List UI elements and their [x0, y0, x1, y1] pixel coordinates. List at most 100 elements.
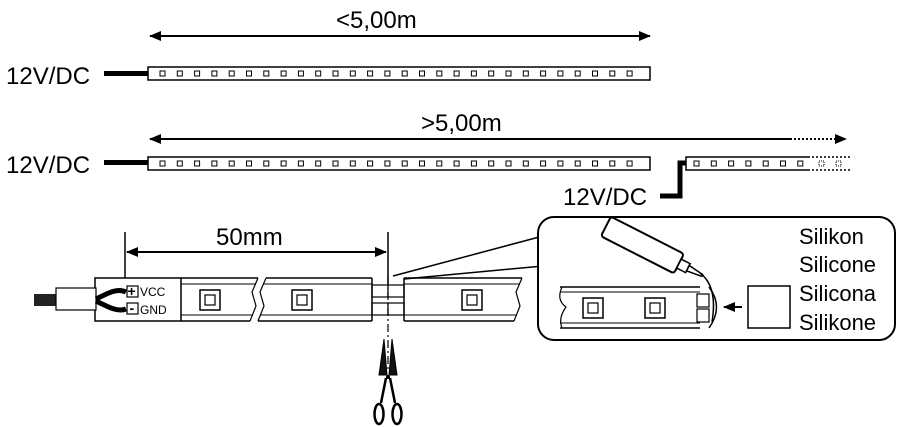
detail-strip-segment-3 — [404, 277, 523, 322]
top-strip-led-3 — [194, 70, 201, 77]
middle-strip-led-25 — [574, 160, 581, 167]
middle-strip-led-1 — [159, 160, 166, 167]
middle-strip-led-12 — [349, 160, 356, 167]
connector-plus-label: + — [128, 283, 136, 299]
top-led-row — [159, 70, 633, 77]
top-strip-led-24 — [557, 70, 564, 77]
middle-power-cable — [104, 160, 148, 165]
middle-strip-led-4 — [211, 160, 218, 167]
middle-strip-led-14 — [384, 160, 391, 167]
callout-led-2 — [644, 297, 666, 319]
middle-strip-led-2 — [176, 160, 183, 167]
callout-end-pad-top — [696, 293, 710, 308]
connector-inner-wires — [94, 287, 128, 313]
middle-strip-led-8 — [280, 160, 287, 167]
middle-strip-led-18 — [453, 160, 460, 167]
top-strip-led-21 — [505, 70, 512, 77]
cut-pad-right-top — [387, 284, 405, 298]
connector-minus-box — [126, 302, 139, 315]
detail-led-1 — [199, 289, 221, 311]
second-power-label: 12V/DC — [563, 184, 647, 211]
second-strip-led-6 — [780, 160, 786, 167]
second-strip-led-3 — [728, 160, 735, 167]
middle-strip-led-15 — [401, 160, 408, 167]
second-strip-led-5 — [762, 160, 769, 167]
middle-strip-led-17 — [436, 160, 443, 167]
top-power-label: 12V/DC — [6, 63, 90, 90]
callout-end-pad-bottom — [696, 308, 710, 323]
top-strip-led-11 — [332, 70, 339, 77]
top-strip-led-8 — [280, 70, 287, 77]
detail-strip-segment-2 — [257, 277, 372, 322]
top-strip-led-12 — [349, 70, 356, 77]
second-led-row — [693, 160, 842, 167]
middle-strip-led-5 — [228, 160, 235, 167]
top-strip-led-13 — [367, 70, 374, 77]
middle-strip-led-3 — [194, 160, 201, 167]
cut-pad-left-top — [371, 284, 389, 298]
connector-vcc-label: VCC — [140, 285, 166, 299]
middle-strip-led-7 — [263, 160, 270, 167]
top-strip-group: <5,00m 12V/DC — [6, 7, 651, 90]
middle-power-label: 12V/DC — [6, 152, 90, 179]
top-strip-led-7 — [263, 70, 270, 77]
middle-strip-led-27 — [609, 160, 616, 167]
top-strip-led-4 — [211, 70, 218, 77]
top-strip-led-6 — [246, 70, 252, 77]
top-strip-led-17 — [436, 70, 443, 77]
middle-strip-group: >5,00m 12V/DC 12V/DC — [6, 110, 852, 211]
silicone-label-en: Silicone — [799, 252, 876, 277]
top-strip-led-14 — [384, 70, 391, 77]
middle-strip-led-10 — [315, 160, 322, 167]
top-led-strip — [147, 66, 651, 81]
middle-strip-led-11 — [332, 160, 339, 167]
middle-strip-led-21 — [505, 160, 512, 167]
top-strip-led-2 — [176, 70, 183, 77]
middle-strip-led-6 — [246, 160, 252, 167]
cut-detail-group: 50mm + VCC - GND — [34, 224, 523, 426]
top-strip-led-20 — [488, 70, 495, 77]
middle-strip-led-16 — [419, 160, 425, 167]
top-strip-led-25 — [574, 70, 581, 77]
connector-gnd-label: GND — [140, 303, 167, 317]
top-length-label: <5,00m — [336, 7, 417, 34]
middle-strip-led-24 — [557, 160, 564, 167]
callout-end-cap — [708, 286, 718, 329]
top-strip-led-16 — [419, 70, 425, 77]
scissors-icon — [373, 338, 403, 426]
top-strip-led-9 — [297, 70, 304, 77]
top-strip-led-26 — [592, 70, 598, 77]
cut-pad-left-bottom — [371, 302, 389, 316]
middle-strip-led-20 — [488, 160, 495, 167]
callout-led-1 — [582, 297, 604, 319]
middle-strip-led-19 — [470, 160, 477, 167]
detail-led-2 — [291, 289, 313, 311]
second-strip-led-4 — [745, 160, 752, 167]
top-strip-led-5 — [228, 70, 235, 77]
callout-strip — [559, 286, 700, 329]
top-strip-led-15 — [401, 70, 408, 77]
middle-strip-led-22 — [522, 160, 529, 167]
middle-length-label: >5,00m — [421, 110, 502, 137]
detail-led-3 — [461, 289, 483, 311]
top-strip-led-10 — [315, 70, 322, 77]
top-strip-led-28 — [626, 70, 633, 77]
callout-leader-bottom — [403, 265, 544, 280]
second-strip-faded-led-2 — [835, 160, 842, 167]
second-strip-faded-led-1 — [818, 160, 825, 167]
middle-strip-led-28 — [626, 160, 633, 167]
top-power-cable — [104, 71, 148, 76]
top-strip-led-1 — [159, 70, 166, 77]
middle-strip-led-9 — [297, 160, 304, 167]
callout-leader-top — [392, 235, 544, 277]
silicone-label-nl: Silikone — [799, 310, 876, 335]
silicone-label-es: Silicona — [799, 281, 877, 306]
second-strip-led-2 — [710, 160, 717, 167]
detail-strip-segment-1 — [181, 277, 259, 322]
middle-led-row — [159, 160, 633, 167]
middle-strip-led-26 — [592, 160, 598, 167]
cut-pad-right-bottom — [387, 302, 405, 316]
connector-plug-left — [55, 287, 97, 311]
top-strip-led-27 — [609, 70, 616, 77]
